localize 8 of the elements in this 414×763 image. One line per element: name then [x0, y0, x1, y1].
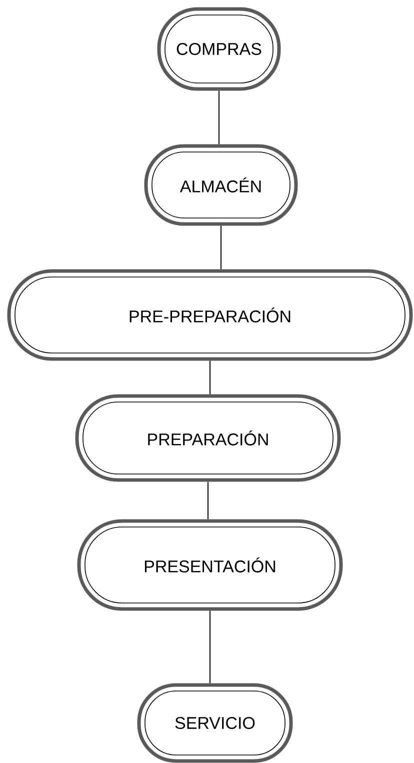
terminal-box: COMPRAS — [157, 7, 281, 91]
terminal-box: SERVICIO — [137, 683, 293, 763]
terminal-box: ALMACÉN — [144, 144, 298, 226]
connector-line — [218, 90, 220, 145]
connector-line — [220, 225, 222, 270]
terminal-box: PREPARACIÓN — [75, 394, 341, 482]
terminal-box: PRESENTACIÓN — [77, 519, 343, 611]
terminal-box: PRE-PREPARACIÓN — [7, 269, 413, 361]
